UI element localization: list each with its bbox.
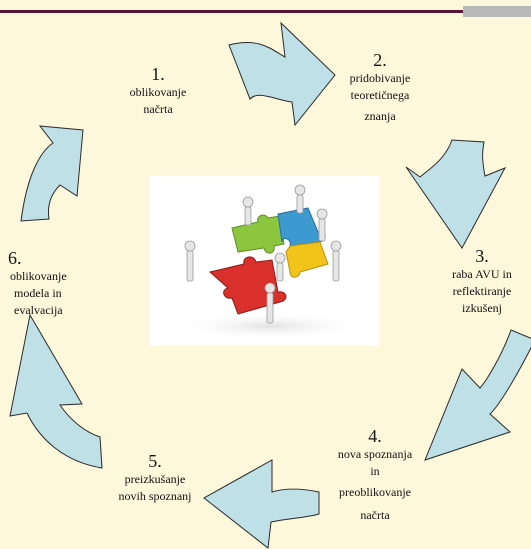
step-4-line-2: in: [370, 464, 380, 478]
header-tab: [463, 6, 531, 17]
step-3-number: 3.: [475, 246, 489, 266]
step-2: 2. pridobivanje teoretičnega znanja: [330, 50, 430, 125]
arrow-4-to-5: [203, 459, 320, 549]
arrow-5-to-6: [9, 313, 103, 469]
step-6-line-3: evalvacija: [14, 303, 63, 317]
step-3-line-3: izkušenj: [462, 301, 502, 315]
step-4-line-4: načrta: [360, 508, 390, 522]
step-5: 5. preizkušanje novih spoznanj: [100, 451, 210, 505]
step-1: 1. oblikovanje načrta: [98, 64, 218, 118]
step-2-line-1: pridobivanje: [349, 71, 411, 85]
step-1-line-2: načrta: [143, 102, 173, 116]
arrow-6-to-1: [20, 125, 84, 222]
step-6-line-2: modela in: [14, 286, 62, 300]
step-1-number: 1.: [151, 64, 165, 84]
step-4-line-3: preoblikovanje: [339, 485, 411, 499]
step-2-number: 2.: [373, 50, 387, 70]
step-6-line-1: oblikovanje: [10, 269, 67, 283]
step-5-line-2: novih spoznanj: [118, 489, 192, 503]
step-1-line-1: oblikovanje: [129, 85, 187, 99]
step-4: 4. nova spoznanja in preoblikovanje načr…: [320, 426, 430, 524]
step-3-line-1: raba AVU in: [452, 267, 512, 281]
step-2-line-2: teoretičnega: [350, 88, 410, 102]
arrow-2-to-3: [405, 139, 507, 249]
step-4-number: 4.: [368, 426, 382, 446]
arrow-1-to-2: [228, 21, 336, 127]
step-3: 3. raba AVU in reflektiranje izkušenj: [437, 246, 527, 317]
header-rule: [0, 10, 463, 13]
step-5-line-1: preizkušanje: [124, 472, 186, 486]
step-4-line-1: nova spoznanja: [337, 447, 413, 461]
step-3-line-2: reflektiranje: [452, 284, 512, 298]
arrow-3-to-4: [424, 329, 531, 461]
step-6: 6. oblikovanje modela in evalvacija: [2, 248, 92, 319]
step-5-number: 5.: [148, 451, 162, 471]
step-2-line-3: znanja: [364, 109, 396, 123]
puzzle-teamwork-icon: [150, 176, 379, 346]
step-6-number: 6.: [8, 248, 22, 268]
